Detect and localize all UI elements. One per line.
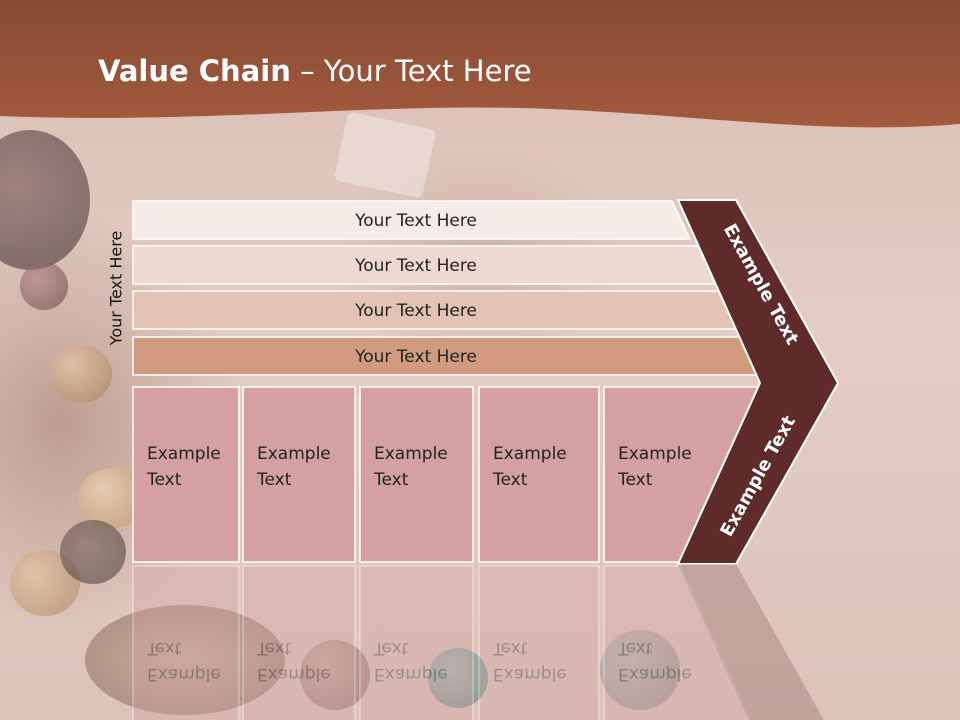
primary-activity-label-line1: Example [493,664,567,684]
primary-activity-label-line1: Example [147,444,221,464]
primary-activity-label-line2: Text [146,638,182,658]
primary-activity-label-line1: Example [147,664,221,684]
primary-activity-label-line2: Text [256,638,292,658]
primary-activity-label-line1: Example [257,664,331,684]
primary-activity-box [603,565,752,720]
primary-activity-label-line2: Text [373,638,409,658]
bead-decoration [20,262,68,310]
primary-activity-label-line1: Example [618,664,692,684]
header-band [0,0,960,128]
primary-activity-box [132,565,240,720]
primary-activity-box [242,386,356,563]
bead-decoration [300,640,370,710]
primary-activity-label-line1: Example [374,664,448,684]
primary-activity-box [359,565,474,720]
primary-activity-label-line2: Text [617,638,653,658]
chevron-reflection [678,564,824,720]
primary-activity-label-line1: Example [257,444,331,464]
primary-activity-label-line1: Example [493,444,567,464]
primary-activity-box [478,386,600,563]
support-bar-label: Your Text Here [354,301,477,321]
bead-decoration [428,648,488,708]
primary-activity-label-line2: Text [256,470,292,490]
primary-activity-box [132,386,240,563]
bead-decoration [50,345,112,403]
primary-activity-box [242,565,356,720]
support-bar [132,200,692,240]
primary-activity-label-line2: Text [492,470,528,490]
support-bar-label: Your Text Here [354,256,477,276]
support-bar-label: Your Text Here [354,347,477,367]
slide-title-bold: Value Chain [98,54,291,88]
primary-activity-box [359,386,474,563]
primary-activity-label-line2: Text [146,470,182,490]
primary-activity-label-line2: Text [373,470,409,490]
support-bar-label: Your Text Here [354,211,477,231]
bead-decoration [600,630,680,710]
slide-title-rest: – Your Text Here [290,54,532,88]
margin-chevron-shape [676,199,840,565]
bead-decoration [85,605,285,715]
primary-activity-label-line1: Example [618,444,692,464]
bead-decoration [60,520,126,584]
slide-title: Value Chain – Your Text Here [98,54,532,88]
primary-activity-box [478,565,600,720]
primary-activity-label-line2: Text [492,638,528,658]
primary-activity-label-line2: Text [617,470,653,490]
primary-activity-label-line1: Example [374,444,448,464]
